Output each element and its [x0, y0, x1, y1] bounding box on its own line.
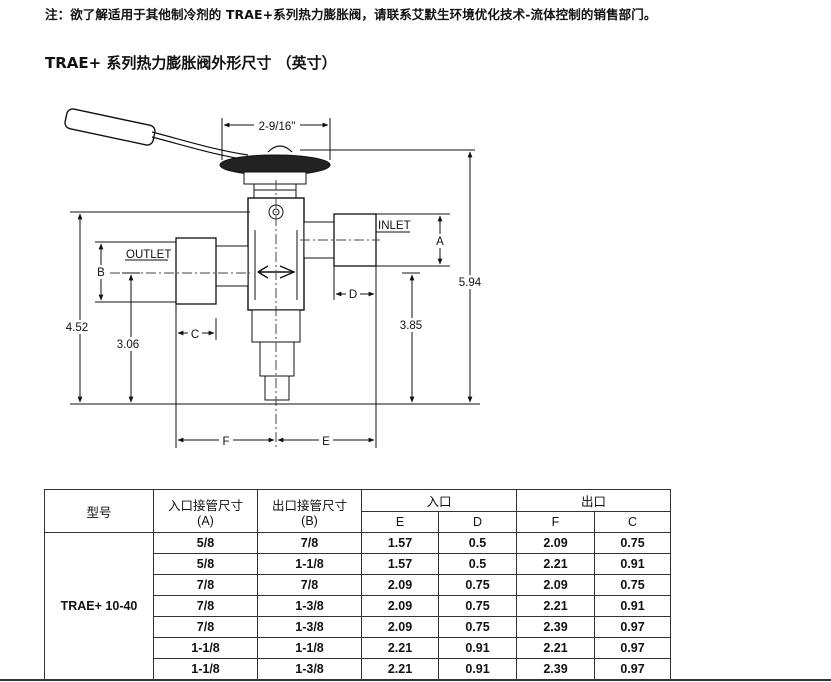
cell-f: 2.21 [516, 637, 595, 659]
dim-4-52: 4.52 [66, 322, 88, 334]
dim-2-9-16: 2-9/16" [259, 121, 296, 133]
cell-a: 7/8 [153, 574, 258, 596]
valve-dimension-drawing: 2-9/16" INLET OUTLET A B C D E F 5.94 4.… [64, 108, 486, 450]
cell-e: 1.57 [361, 553, 439, 575]
cell-e: 2.09 [361, 616, 439, 638]
cell-d: 0.91 [438, 637, 517, 659]
power-head-icon [219, 145, 331, 199]
cell-d: 0.75 [438, 616, 517, 638]
cell-b: 1-3/8 [257, 616, 362, 638]
cell-a: 1-1/8 [153, 637, 258, 659]
dim-3-06: 3.06 [117, 339, 139, 351]
page-title: TRAE+ 系列热力膨胀阀外形尺寸 （英寸） [45, 54, 337, 72]
bulb-icon [64, 108, 249, 161]
cell-e: 2.21 [361, 637, 439, 659]
cell-d: 0.75 [438, 574, 517, 596]
dim-c: C [191, 329, 199, 341]
cell-b: 1-3/8 [257, 658, 362, 680]
table-row: 5/8 1-1/8 1.57 0.5 2.21 0.91 [45, 553, 671, 575]
cell-b: 7/8 [257, 574, 362, 596]
bottom-divider [0, 679, 831, 681]
dim-f: F [222, 436, 229, 448]
model-cell: TRAE+ 10-40 [44, 532, 154, 680]
cell-d: 0.91 [438, 658, 517, 680]
inlet-label: INLET [378, 220, 411, 232]
dim-a: A [436, 236, 444, 248]
table-row: 7/8 1-3/8 2.09 0.75 2.39 0.97 [45, 616, 671, 638]
cell-a: 7/8 [153, 595, 258, 617]
cell-c: 0.91 [594, 553, 671, 575]
cell-e: 2.09 [361, 574, 439, 596]
cell-c: 0.97 [594, 616, 671, 638]
dim-b: B [97, 267, 105, 279]
cell-c: 0.75 [594, 532, 671, 554]
note-text: 注：欲了解适用于其他制冷剂的 TRAE+系列热力膨胀阀，请联系艾默生环境优化技术… [45, 7, 657, 22]
header-c: C [594, 510, 671, 533]
cell-f: 2.09 [516, 574, 595, 596]
cell-a: 1-1/8 [153, 658, 258, 680]
header-inlet-group: 入口 [361, 489, 517, 512]
cell-f: 2.09 [516, 532, 595, 554]
cell-a: 5/8 [153, 532, 258, 554]
dim-d: D [349, 289, 357, 301]
cell-f: 2.39 [516, 658, 595, 680]
cell-c: 0.97 [594, 658, 671, 680]
cell-f: 2.39 [516, 616, 595, 638]
cell-e: 1.57 [361, 532, 439, 554]
cell-b: 1-1/8 [257, 553, 362, 575]
cell-c: 0.91 [594, 595, 671, 617]
cell-b: 1-3/8 [257, 595, 362, 617]
cell-f: 2.21 [516, 553, 595, 575]
outlet-label: OUTLET [126, 249, 171, 261]
cell-d: 0.5 [438, 532, 517, 554]
cell-d: 0.5 [438, 553, 517, 575]
dim-3-85: 3.85 [400, 320, 422, 332]
dim-e: E [322, 436, 330, 448]
cell-e: 2.21 [361, 658, 439, 680]
cell-e: 2.09 [361, 595, 439, 617]
header-f: F [516, 510, 595, 533]
cell-d: 0.75 [438, 595, 517, 617]
cell-f: 2.21 [516, 595, 595, 617]
header-e: E [361, 510, 439, 533]
cell-b: 7/8 [257, 532, 362, 554]
header-d: D [438, 510, 517, 533]
cell-c: 0.97 [594, 637, 671, 659]
header-outlet-group: 出口 [516, 489, 671, 512]
cell-c: 0.75 [594, 574, 671, 596]
cell-a: 5/8 [153, 553, 258, 575]
dim-5-94: 5.94 [459, 277, 482, 289]
cell-a: 7/8 [153, 616, 258, 638]
table-row: 7/8 7/8 2.09 0.75 2.09 0.75 [45, 574, 671, 596]
header-outlet-size: 出口接管尺寸(B) [257, 489, 362, 533]
outlet-connection-icon [175, 237, 249, 305]
dimension-table: 型号 入口接管尺寸(A) 出口接管尺寸(B) 入口 出口 E D F C TRA… [44, 489, 671, 680]
table-row: TRAE+ 10-40 5/8 7/8 1.57 0.5 2.09 0.75 [44, 532, 671, 680]
cell-b: 1-1/8 [257, 637, 362, 659]
table-row: 7/8 1-3/8 2.09 0.75 2.21 0.91 [45, 595, 671, 617]
header-model: 型号 [44, 489, 154, 533]
header-inlet-size: 入口接管尺寸(A) [153, 489, 258, 533]
